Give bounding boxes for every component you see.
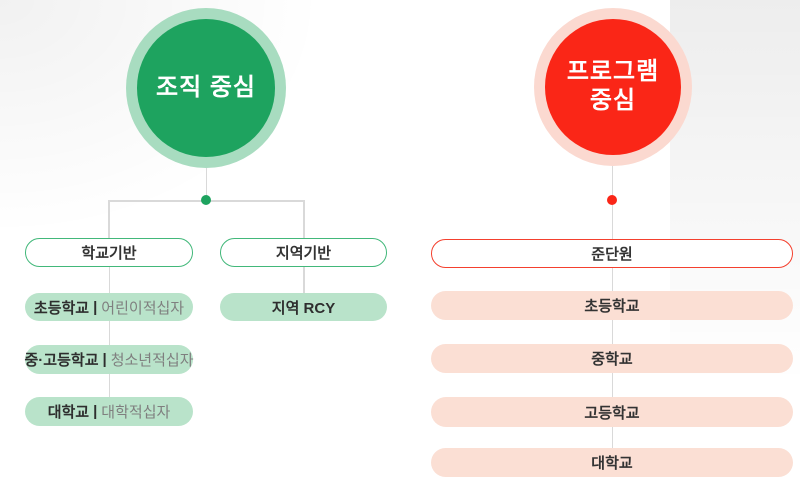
branch-header-region-based: 지역기반 [220, 238, 387, 267]
program-centered-node: 프로그램 중심 [534, 8, 692, 166]
program-centered-circle: 프로그램 중심 [545, 19, 681, 155]
branch-header-label: 준단원 [591, 246, 633, 263]
connector-line [108, 267, 110, 293]
item-school-label: 중·고등학교 [24, 352, 99, 369]
item-middle-high-youth-redcross: 중·고등학교 | 청소년적십자 [24, 345, 194, 374]
item-high-school: 고등학교 [431, 397, 793, 427]
program-centered-label: 프로그램 중심 [567, 58, 659, 116]
connector-line [205, 168, 207, 200]
program-centered-label-line2: 중심 [589, 87, 637, 114]
connector-line [611, 427, 613, 448]
connector-line [108, 200, 110, 238]
item-middle-school: 중학교 [431, 344, 793, 373]
branch-dot-red [607, 195, 617, 205]
branch-header-label: 지역기반 [275, 245, 332, 262]
program-centered-label-line1: 프로그램 [566, 58, 660, 86]
org-centered-circle: 조직 중심 [137, 19, 275, 157]
item-program-label: 대학적십자 [101, 404, 171, 421]
connector-line [303, 267, 305, 293]
branch-header-associate-member: 준단원 [431, 239, 793, 268]
item-elementary-school: 초등학교 [431, 291, 793, 320]
branch-header-label: 학교기반 [81, 245, 137, 262]
item-label: 중학교 [591, 351, 633, 368]
item-label: 대학교 [591, 455, 633, 472]
branch-header-school-based: 학교기반 [25, 238, 193, 267]
item-program-label: 청소년적십자 [110, 352, 194, 369]
item-school-label: 초등학교 [33, 299, 90, 317]
connector-line [108, 374, 110, 397]
org-centered-label: 조직 중심 [156, 73, 256, 101]
item-school-label: 대학교 [47, 404, 90, 421]
connector-line [611, 268, 613, 291]
item-university: 대학교 [431, 448, 793, 477]
item-label: 고등학교 [584, 404, 640, 422]
item-label: 지역 RCY [271, 299, 336, 317]
connector-line [611, 320, 613, 344]
connector-line [108, 321, 110, 345]
item-divider: | [102, 351, 107, 368]
connector-line [611, 373, 613, 397]
item-elementary-children-redcross: 초등학교 | 어린이적십자 [25, 293, 193, 321]
branch-dot-green [201, 195, 211, 205]
connector-line [303, 200, 305, 238]
item-university-redcross: 대학교 | 대학적십자 [25, 397, 193, 426]
item-label: 초등학교 [584, 298, 640, 315]
org-centered-node: 조직 중심 [126, 8, 286, 168]
item-divider: | [93, 298, 98, 316]
item-program-label: 어린이적십자 [101, 299, 185, 317]
item-divider: | [93, 403, 98, 420]
item-region-rcy: 지역 RCY [220, 293, 387, 321]
